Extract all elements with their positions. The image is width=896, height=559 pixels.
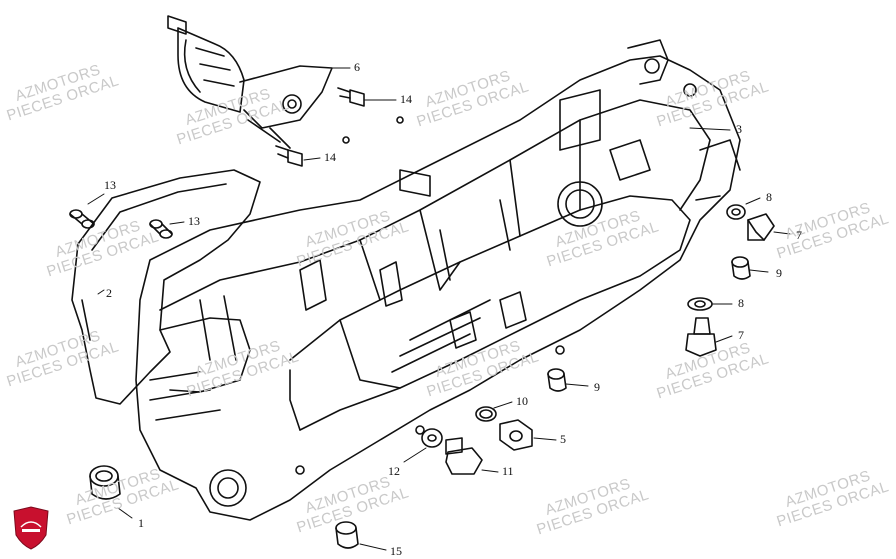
part-number-label: 14 bbox=[400, 92, 412, 106]
bolt-7-upper bbox=[747, 213, 775, 241]
bolt-14-lower bbox=[275, 145, 303, 167]
dowel-15 bbox=[335, 521, 359, 549]
part-number-label: 13 bbox=[188, 214, 200, 228]
plug-5 bbox=[499, 419, 533, 451]
crankcase-body bbox=[135, 39, 741, 521]
part-number-label: 9 bbox=[594, 380, 600, 394]
part-number-label: 10 bbox=[516, 394, 528, 408]
starter-motor bbox=[167, 15, 333, 149]
part-number-label: 13 bbox=[104, 178, 116, 192]
gasket bbox=[71, 169, 261, 405]
part-number-label: 8 bbox=[738, 296, 744, 310]
part-number-label: 8 bbox=[766, 190, 772, 204]
bolt-7-lower bbox=[685, 317, 717, 357]
leader-lines bbox=[87, 67, 791, 551]
part-number-label: 6 bbox=[354, 60, 360, 74]
part-number-label: 1 bbox=[138, 516, 144, 530]
dowel-pin-13-right bbox=[149, 219, 173, 239]
part-number-label: 15 bbox=[390, 544, 402, 558]
washer-12 bbox=[421, 428, 443, 448]
part-number-label: 11 bbox=[502, 464, 514, 478]
oring-10 bbox=[475, 406, 497, 422]
dowel-9-upper bbox=[731, 256, 751, 280]
bolt-14-upper bbox=[337, 87, 365, 107]
part-number-label: 12 bbox=[388, 464, 400, 478]
brand-shield-logo bbox=[13, 506, 49, 550]
part-number-label: 2 bbox=[106, 286, 112, 300]
dowel-9-lower bbox=[547, 368, 567, 392]
washer-8-upper bbox=[726, 204, 746, 220]
part-number-label: 7 bbox=[796, 228, 802, 242]
bushing-1 bbox=[89, 465, 121, 500]
dowel-pin-13-left bbox=[69, 209, 95, 229]
part-number-label: 9 bbox=[776, 266, 782, 280]
part-number-label: 14 bbox=[324, 150, 336, 164]
washer-8-lower bbox=[687, 297, 713, 311]
part-number-label: 5 bbox=[560, 432, 566, 446]
part-number-label: 7 bbox=[738, 328, 744, 342]
part-number-label: 3 bbox=[736, 122, 742, 136]
bolt-11 bbox=[445, 437, 483, 475]
